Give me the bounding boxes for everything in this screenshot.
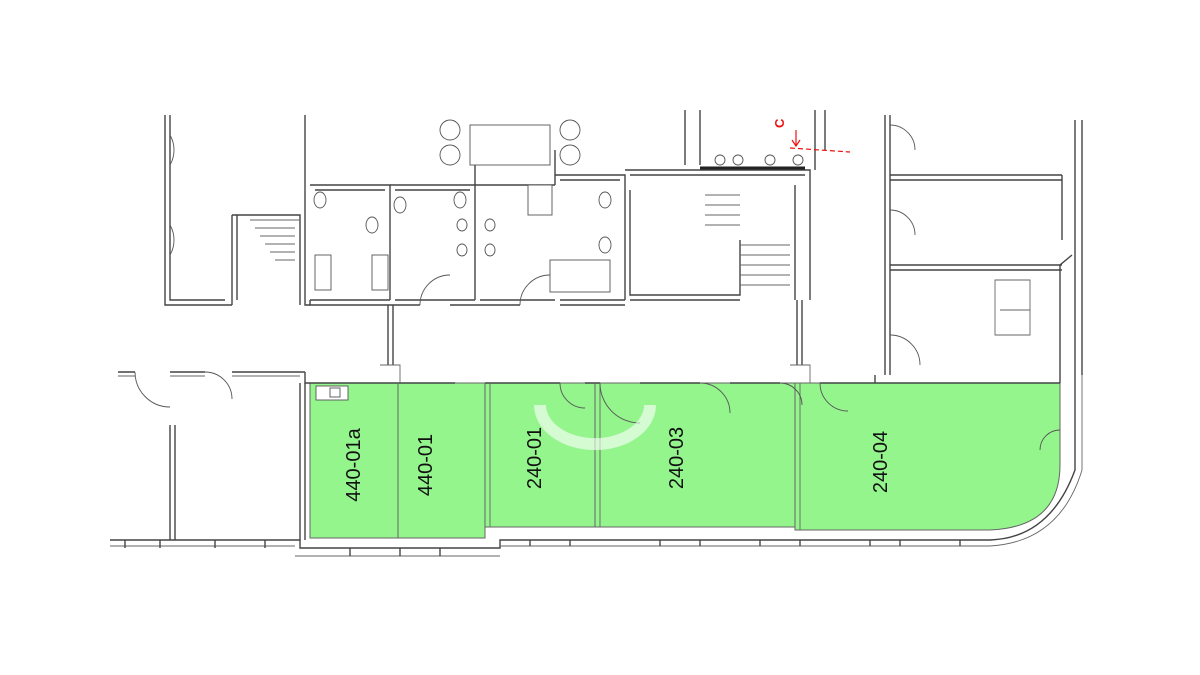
room-label-240-03: 240-03 (666, 427, 688, 489)
sanitary-fixtures (313, 119, 804, 293)
walls (110, 110, 1083, 557)
room-240-03-area[interactable] (594, 382, 796, 528)
room-label-440-01a: 440-01a (343, 427, 365, 501)
room-label-240-04: 240-04 (870, 431, 892, 493)
room-label-440-01: 440-01 (415, 434, 437, 496)
doors (134, 124, 1061, 451)
room-labels: 440-01a 440-01 240-01 240-03 240-04 (343, 427, 892, 502)
section-marker: C (772, 118, 851, 153)
section-marker-label: C (772, 118, 787, 128)
room-240-04-area[interactable] (794, 382, 1061, 531)
room-440-01-area[interactable] (397, 382, 486, 539)
watermark-logo (534, 404, 656, 451)
sink-basin (329, 387, 341, 398)
room-label-240-01: 240-01 (524, 427, 546, 489)
